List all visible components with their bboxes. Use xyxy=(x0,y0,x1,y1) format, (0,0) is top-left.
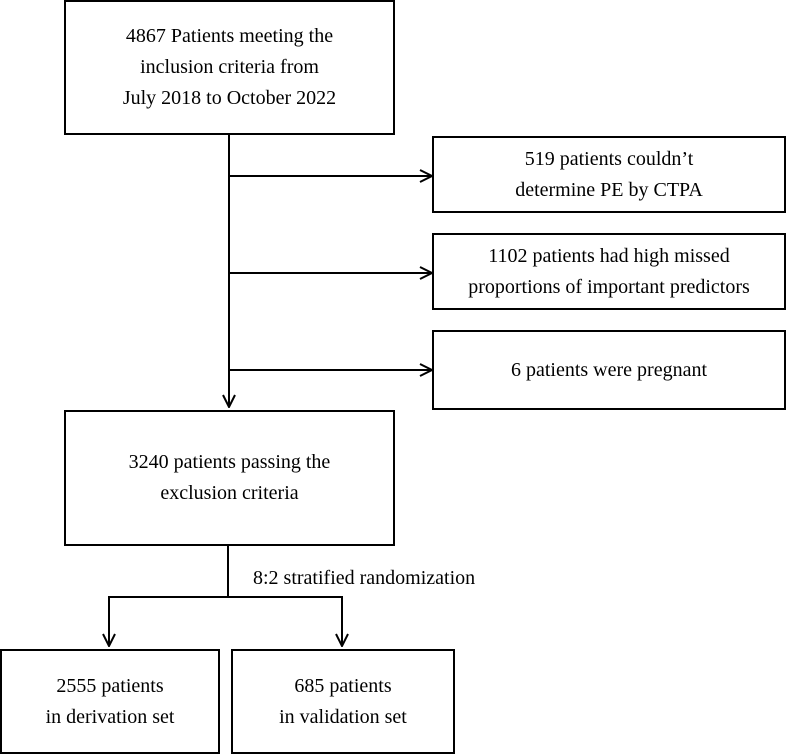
derivation-set-box: 2555 patients in derivation set xyxy=(0,649,220,754)
exclusion-ctpa-box: 519 patients couldn’t determine PE by CT… xyxy=(432,136,786,213)
passed-exclusion-box: 3240 patients passing the exclusion crit… xyxy=(64,410,395,546)
randomization-label: 8:2 stratified randomization xyxy=(253,567,476,589)
exclusion-ctpa-line-1: 519 patients couldn’t xyxy=(524,147,694,170)
exclusion-missing-line-1: 1102 patients had high missed xyxy=(488,244,730,267)
derivation-line-2: in derivation set xyxy=(45,705,175,728)
exclusion-missing-box: 1102 patients had high missed proportion… xyxy=(432,233,786,310)
passed-line-2: exclusion criteria xyxy=(160,482,299,504)
enrollment-line-2: inclusion criteria from xyxy=(140,56,319,78)
exclusion-ctpa-line-2: determine PE by CTPA xyxy=(515,178,703,201)
enrollment-line-1: 4867 Patients meeting the xyxy=(125,25,334,47)
validation-line-2: in validation set xyxy=(279,705,407,728)
exclusion-missing-line-2: proportions of important predictors xyxy=(468,275,750,298)
exclusion-pregnant-box: 6 patients were pregnant xyxy=(432,330,786,410)
enrollment-line-3: July 2018 to October 2022 xyxy=(122,87,337,109)
enrollment-box: 4867 Patients meeting the inclusion crit… xyxy=(64,0,395,135)
validation-set-box: 685 patients in validation set xyxy=(231,649,455,754)
derivation-line-1: 2555 patients xyxy=(56,674,164,697)
exclusion-pregnant-line-1: 6 patients were pregnant xyxy=(510,358,708,381)
passed-line-1: 3240 patients passing the xyxy=(128,451,331,473)
validation-line-1: 685 patients xyxy=(294,674,392,697)
